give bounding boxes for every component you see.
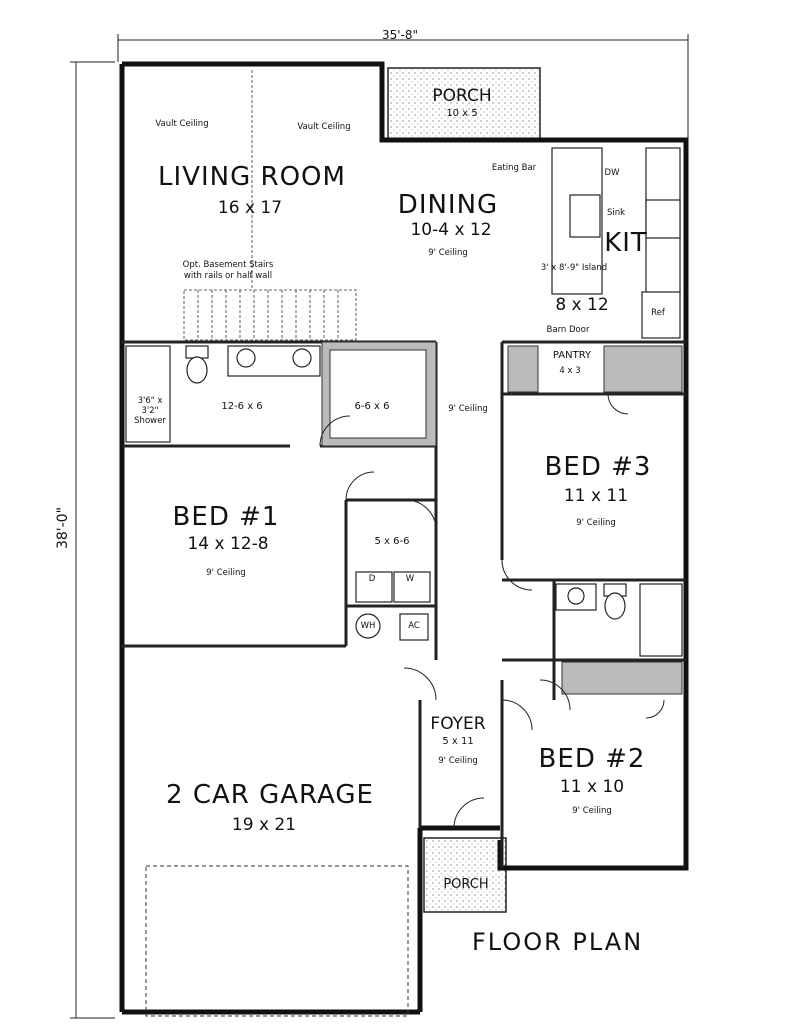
living-room-size: 16 x 17	[217, 198, 283, 218]
front-porch-slab	[423, 837, 507, 913]
dryer-label: D	[368, 574, 376, 584]
sink-label: Sink	[606, 208, 626, 218]
hall-ceiling: 9' Ceiling	[448, 404, 488, 414]
bed3-name: BED #3	[544, 452, 652, 482]
bed3-ceiling: 9' Ceiling	[576, 518, 616, 528]
shower-label: 3'6" x 3'2" Shower	[134, 396, 166, 426]
exterior-walls	[119, 61, 689, 1015]
stairs-note-1: Opt. Basement Stairs	[182, 260, 274, 270]
depth-dimension: 38'-0"	[55, 506, 72, 550]
plan-title: FLOOR PLAN	[472, 928, 644, 956]
pantry-size: 4 x 3	[559, 366, 581, 376]
bed1-size: 14 x 12-8	[187, 534, 269, 554]
ac-label: AC	[408, 621, 420, 631]
kitchen-fixtures	[551, 147, 681, 339]
front-porch-name: PORCH	[443, 877, 489, 892]
pantry-name: PANTRY	[552, 350, 592, 361]
bed1-name: BED #1	[172, 502, 280, 532]
eating-bar-label: Eating Bar	[491, 163, 537, 173]
stairs-note-2: with rails or half wall	[183, 271, 273, 281]
living-room-name: LIVING ROOM	[158, 162, 346, 192]
water-heater-label: WH	[360, 621, 376, 631]
laundry-size: 5 x 6-6	[374, 536, 410, 547]
dining-size: 10-4 x 12	[410, 220, 492, 240]
kitchen-size: 8 x 12	[555, 295, 609, 315]
master-closet-size: 6-6 x 6	[354, 401, 390, 412]
bath-fixtures	[125, 345, 683, 657]
garage-name: 2 CAR GARAGE	[166, 780, 374, 810]
bed1-ceiling: 9' Ceiling	[206, 568, 246, 578]
master-bath-size: 12-6 x 6	[221, 401, 263, 412]
dining-name: DINING	[397, 190, 499, 220]
rear-porch-size: 10 x 5	[446, 108, 478, 119]
garage-door	[145, 865, 409, 1017]
living-vault-note-right: Vault Ceiling	[297, 122, 351, 132]
width-dimension: 35'-8"	[381, 28, 419, 42]
closet-shelves	[321, 341, 683, 695]
rear-porch-name: PORCH	[432, 86, 492, 106]
island-label: 3' x 8'-9" Island	[540, 263, 608, 273]
dining-ceiling: 9' Ceiling	[428, 248, 468, 258]
washer-label: W	[405, 574, 415, 584]
bed2-name: BED #2	[538, 744, 646, 774]
basement-stairs	[183, 70, 357, 341]
ref-label: Ref	[651, 308, 665, 318]
living-vault-note-left: Vault Ceiling	[155, 119, 209, 129]
foyer-size: 5 x 11	[442, 736, 474, 747]
barn-door-label: Barn Door	[546, 325, 590, 335]
foyer-name: FOYER	[430, 714, 486, 734]
bed3-size: 11 x 11	[563, 486, 629, 506]
dishwasher-label: DW	[604, 168, 620, 178]
kitchen-name: KIT	[604, 228, 648, 258]
garage-size: 19 x 21	[231, 815, 297, 835]
bed2-ceiling: 9' Ceiling	[572, 806, 612, 816]
bed2-size: 11 x 10	[559, 777, 625, 797]
foyer-ceiling: 9' Ceiling	[438, 756, 478, 766]
dimension-lines	[70, 34, 689, 1019]
door-swings	[319, 393, 665, 829]
